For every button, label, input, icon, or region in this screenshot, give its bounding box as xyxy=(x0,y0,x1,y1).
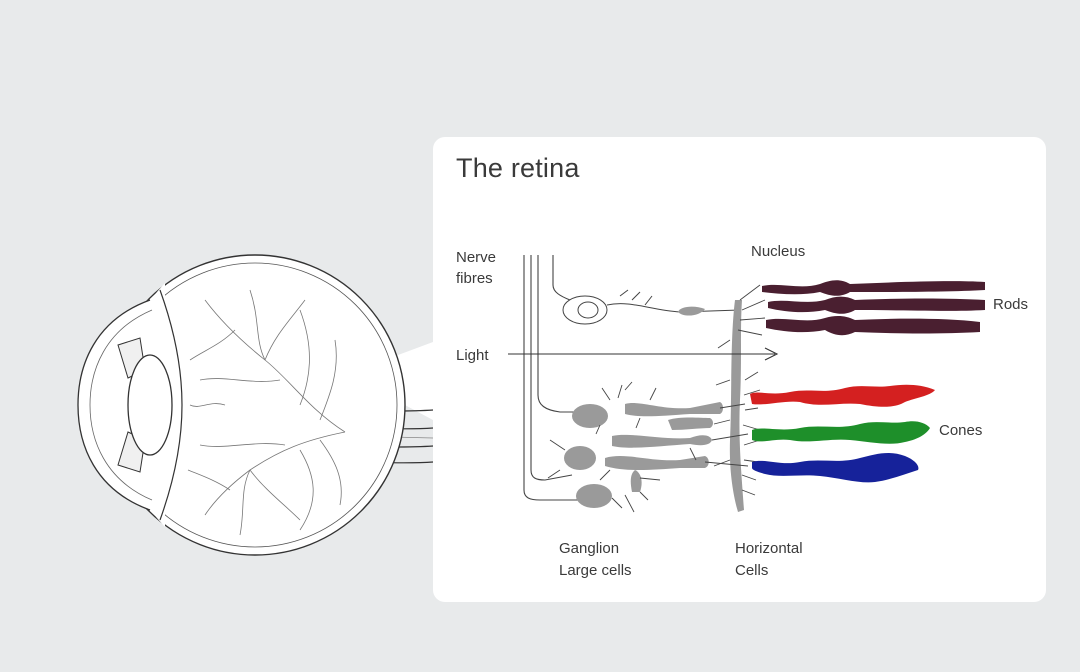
label-nucleus: Nucleus xyxy=(751,243,805,260)
horizontal-dendrites xyxy=(713,284,766,496)
label-rods: Rods xyxy=(993,296,1028,313)
bipolar-cell-2 xyxy=(668,417,713,430)
ganglion-cell-3 xyxy=(576,484,612,508)
label-ganglion-1: Ganglion xyxy=(559,540,619,557)
ganglion-cell-2 xyxy=(564,446,596,470)
label-ganglion-2: Large cells xyxy=(559,562,632,579)
label-cones: Cones xyxy=(939,422,982,439)
horizontal-cell-band xyxy=(729,300,744,512)
nerve-fibres xyxy=(523,255,580,501)
ganglion-cell-1 xyxy=(572,404,608,428)
label-horizontal-2: Cells xyxy=(735,562,768,579)
bipolar-cell-1 xyxy=(625,402,723,417)
cone-red xyxy=(750,384,935,407)
label-nerve-fibres-2: fibres xyxy=(456,270,493,287)
panel-title: The retina xyxy=(456,153,580,183)
bipolar-connections xyxy=(547,381,749,513)
bipolar-cell-5 xyxy=(630,470,642,492)
bipolar-cell-3 xyxy=(612,434,712,448)
light-arrow xyxy=(508,347,779,361)
label-horizontal-1: Horizontal xyxy=(735,540,803,557)
lens xyxy=(127,354,173,456)
label-light: Light xyxy=(456,347,489,364)
bipolar-cell-4 xyxy=(605,456,709,470)
rods xyxy=(762,280,985,336)
cone-green xyxy=(752,421,930,444)
rod-1 xyxy=(762,280,985,296)
rod-3 xyxy=(766,315,980,336)
label-nerve-fibres-1: Nerve xyxy=(456,249,496,266)
rod-2 xyxy=(768,296,985,314)
top-ganglion-cell xyxy=(562,289,741,325)
ganglion-cells xyxy=(564,404,612,508)
cone-blue xyxy=(752,452,919,483)
bipolar-cells xyxy=(605,402,723,492)
retina-veins xyxy=(187,289,346,536)
top-bipolar-cell xyxy=(678,306,705,316)
